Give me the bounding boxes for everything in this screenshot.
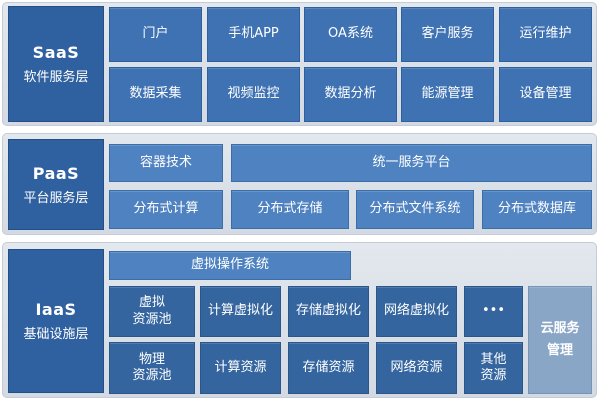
iaas-physical-pool-line1: 物理 bbox=[138, 351, 165, 367]
saas-portal: 门户 bbox=[109, 7, 202, 62]
paas-distributed-filesystem: 分布式文件系统 bbox=[356, 190, 474, 229]
paas-distributed-compute: 分布式计算 bbox=[109, 190, 223, 229]
iaas-compute-virtualization: 计算虚拟化 bbox=[200, 286, 281, 337]
iaas-cloud-mgmt-line1: 云服务 bbox=[540, 320, 580, 336]
paas-distributed-database: 分布式数据库 bbox=[482, 190, 592, 229]
paas-distributed-storage: 分布式存储 bbox=[231, 190, 349, 229]
paas-unified-platform: 统一服务平台 bbox=[231, 144, 592, 182]
iaas-cloud-service-management: 云服务 管理 bbox=[528, 286, 592, 394]
iaas-cloud-mgmt-line2: 管理 bbox=[546, 343, 573, 358]
iaas-layer-label: IaaS 基础设施层 bbox=[8, 249, 104, 393]
saas-title-zh: 软件服务层 bbox=[23, 70, 89, 85]
iaas-virtual-pool-line1: 虚拟 bbox=[138, 295, 165, 311]
saas-layer-label: SaaS 软件服务层 bbox=[8, 6, 104, 122]
paas-title-en: PaaS bbox=[32, 163, 80, 183]
iaas-other-resources: 其他 资源 bbox=[464, 342, 523, 394]
saas-oa-system: OA系统 bbox=[304, 7, 397, 62]
iaas-network-virtualization: 网络虚拟化 bbox=[376, 286, 457, 337]
paas-layer-label: PaaS 平台服务层 bbox=[8, 139, 104, 230]
saas-equipment-management: 设备管理 bbox=[499, 67, 592, 122]
saas-video-monitoring: 视频监控 bbox=[207, 67, 300, 122]
saas-operations: 运行维护 bbox=[499, 7, 592, 62]
iaas-compute-resources: 计算资源 bbox=[200, 342, 281, 394]
iaas-other-res-line2: 资源 bbox=[480, 368, 507, 383]
iaas-storage-resources: 存储资源 bbox=[288, 342, 369, 394]
saas-data-collection: 数据采集 bbox=[109, 67, 202, 122]
iaas-virtual-pool-line2: 资源池 bbox=[132, 311, 172, 327]
iaas-more-ellipsis: ••• bbox=[464, 286, 523, 337]
iaas-other-res-line1: 其他 bbox=[480, 351, 507, 367]
paas-title-zh: 平台服务层 bbox=[23, 190, 89, 206]
saas-customer-service: 客户服务 bbox=[401, 7, 494, 62]
iaas-network-resources: 网络资源 bbox=[376, 342, 457, 394]
saas-title-en: SaaS bbox=[32, 43, 80, 62]
iaas-physical-pool-line2: 资源池 bbox=[132, 368, 172, 383]
iaas-physical-resource-pool: 物理 资源池 bbox=[109, 342, 195, 394]
paas-container-tech: 容器技术 bbox=[109, 144, 223, 182]
iaas-title-zh: 基础设施层 bbox=[23, 327, 89, 342]
saas-data-analysis: 数据分析 bbox=[304, 67, 397, 122]
iaas-virtual-os: 虚拟操作系统 bbox=[109, 251, 351, 280]
saas-energy-management: 能源管理 bbox=[401, 67, 494, 122]
iaas-title-en: IaaS bbox=[35, 300, 77, 319]
iaas-virtual-resource-pool: 虚拟 资源池 bbox=[109, 286, 195, 337]
saas-mobile-app: 手机APP bbox=[207, 7, 300, 62]
iaas-storage-virtualization: 存储虚拟化 bbox=[288, 286, 369, 337]
